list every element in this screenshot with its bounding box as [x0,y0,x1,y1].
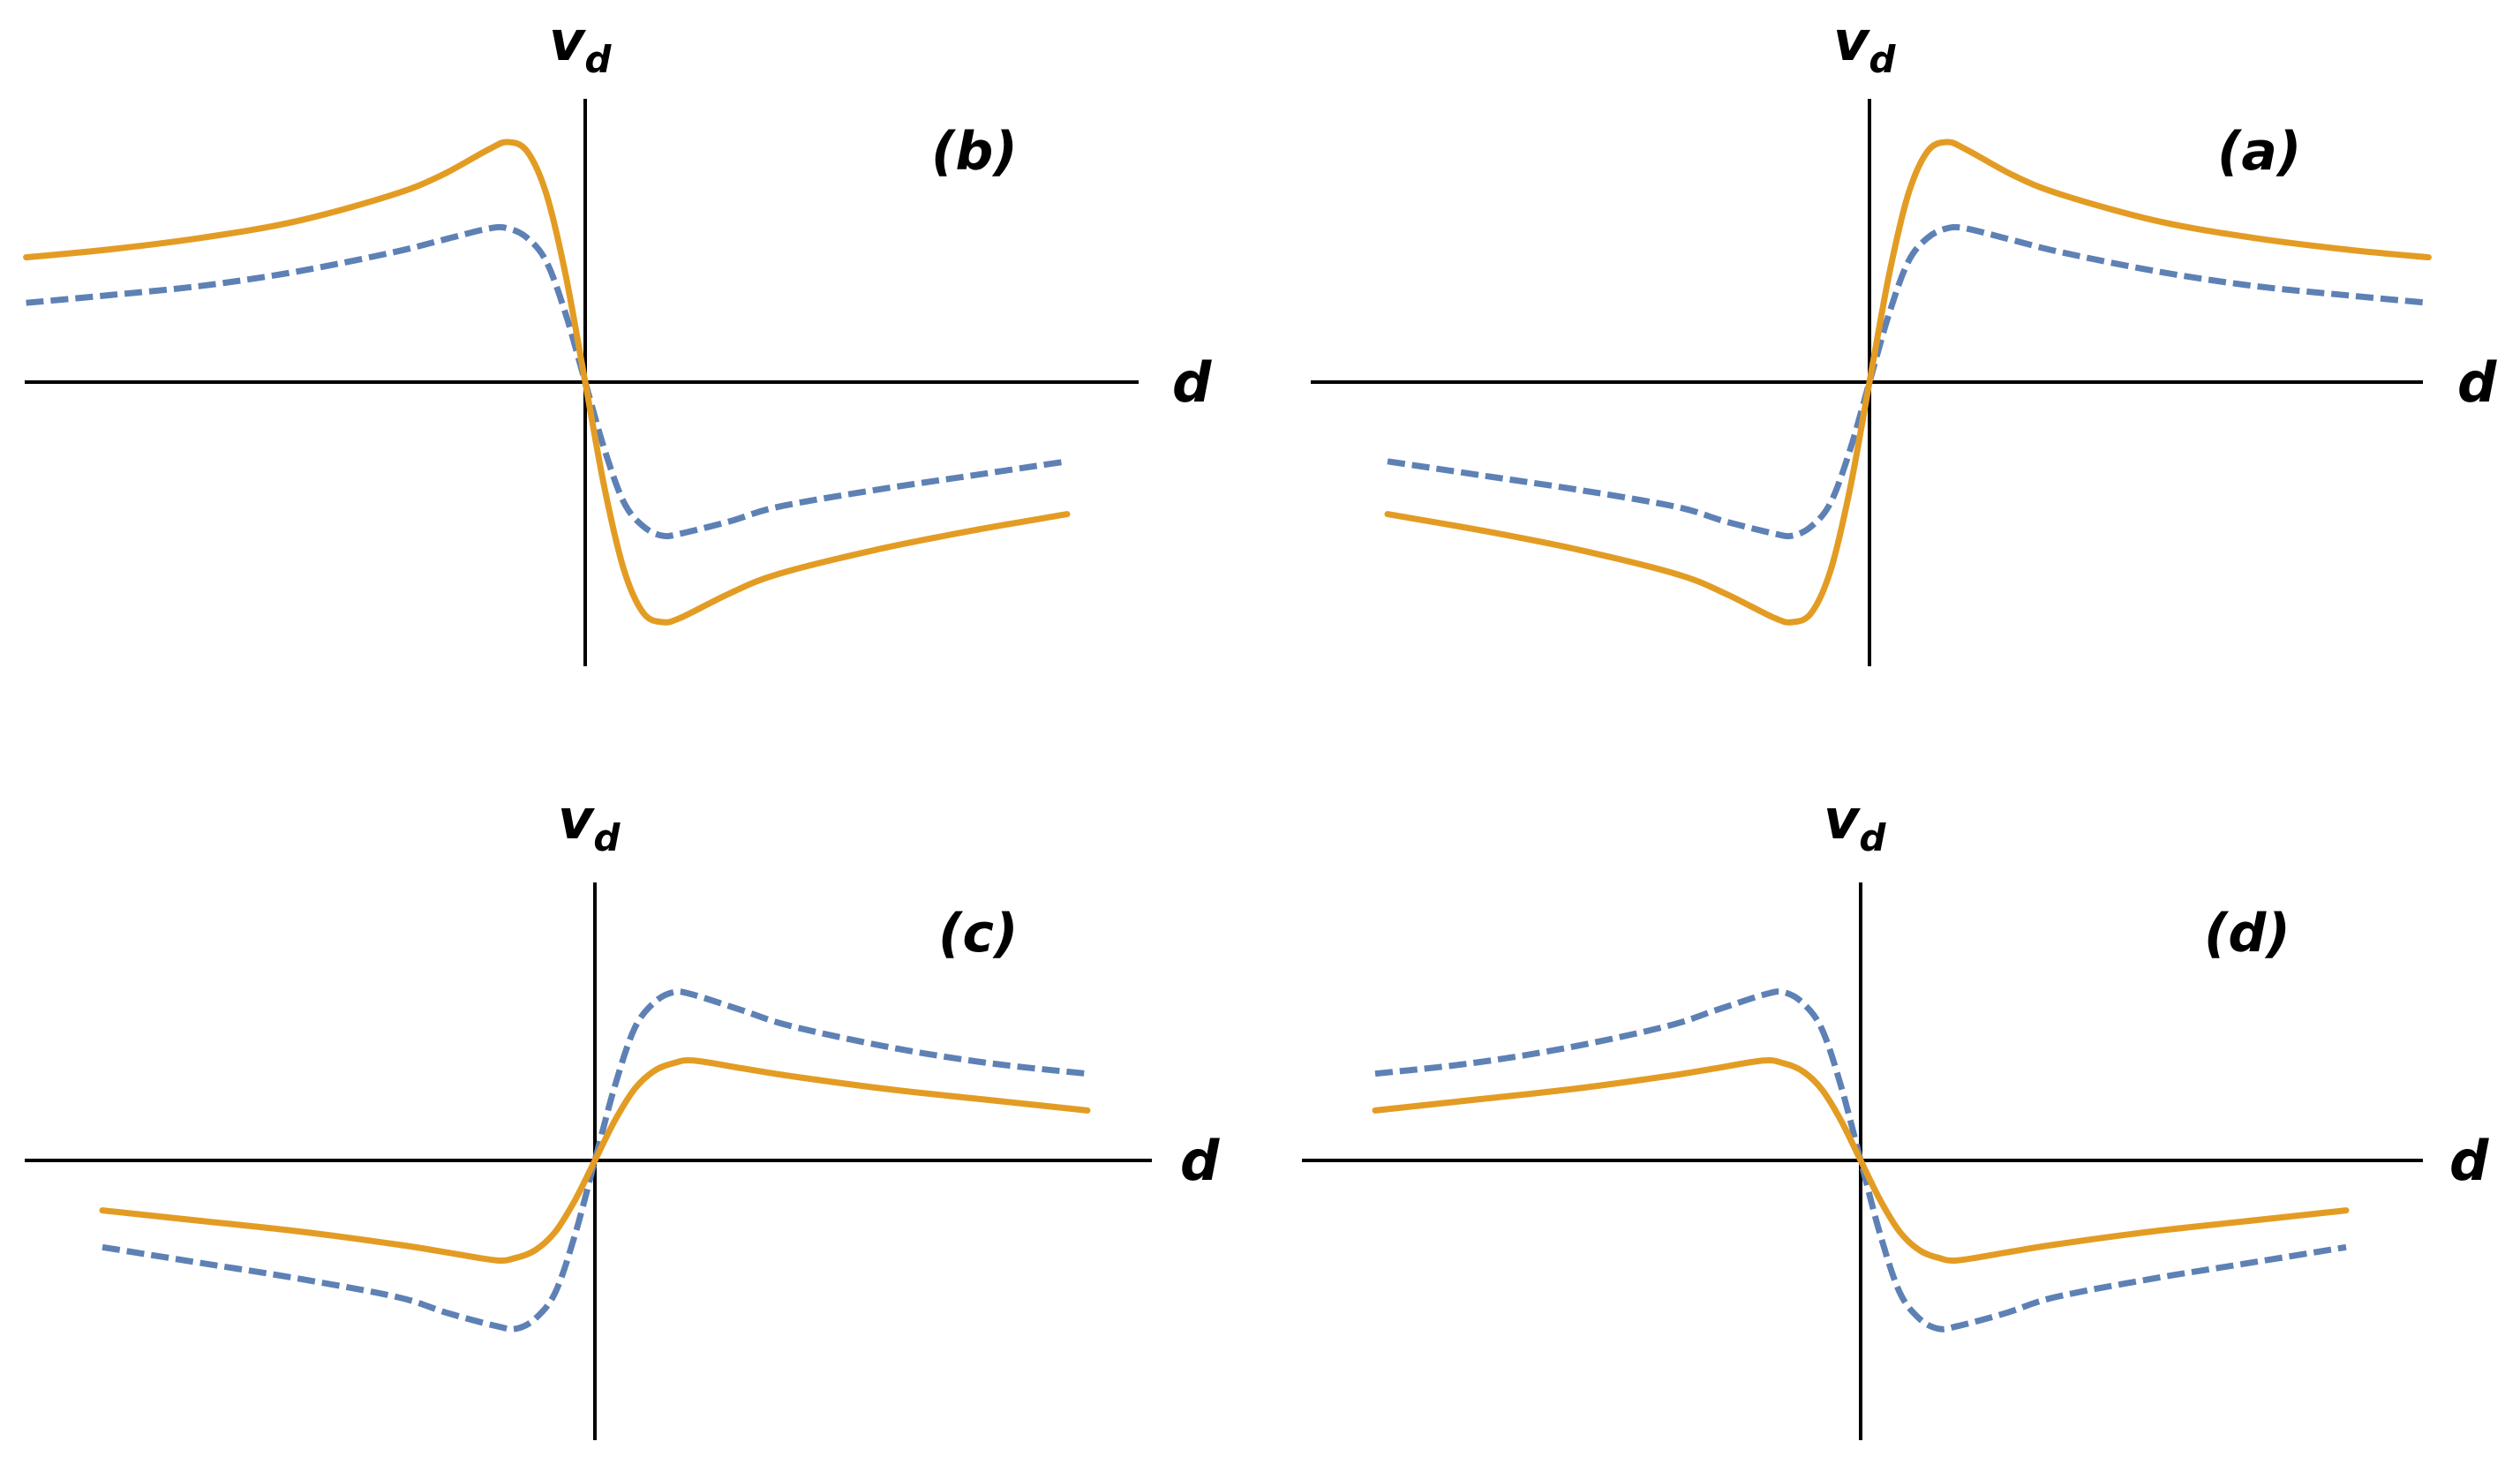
series-dashed-a [1387,223,2429,540]
x-axis-label-c: d [1180,1129,1220,1193]
y-axis-label-b: vd [549,9,612,81]
panel-c: vd d (c) [25,787,1220,1440]
series-solid-c [99,1057,1091,1264]
panel-label-d: (d) [2204,903,2291,965]
panel-label-c: (c) [938,903,1018,965]
x-axis-label-b: d [1172,350,1212,415]
panel-d: vd d (d) [1302,787,2489,1440]
series-dashed-b [26,223,1068,540]
panel-b: vd d (b) [23,9,1212,666]
series-solid-d [1372,1057,2350,1264]
y-axis-label-d: vd [1824,787,1886,860]
panel-label-a: (a) [2217,121,2301,183]
series-solid-b [23,139,1071,626]
series-solid-a [1384,139,2432,626]
x-axis-label-d: d [2449,1129,2489,1193]
x-axis-label-a: d [2457,350,2497,415]
y-axis-label-a: vd [1833,9,1896,81]
panel-a: vd d (a) [1311,9,2497,666]
panel-label-b: (b) [931,121,1018,183]
y-axis-label-c: vd [558,787,621,860]
